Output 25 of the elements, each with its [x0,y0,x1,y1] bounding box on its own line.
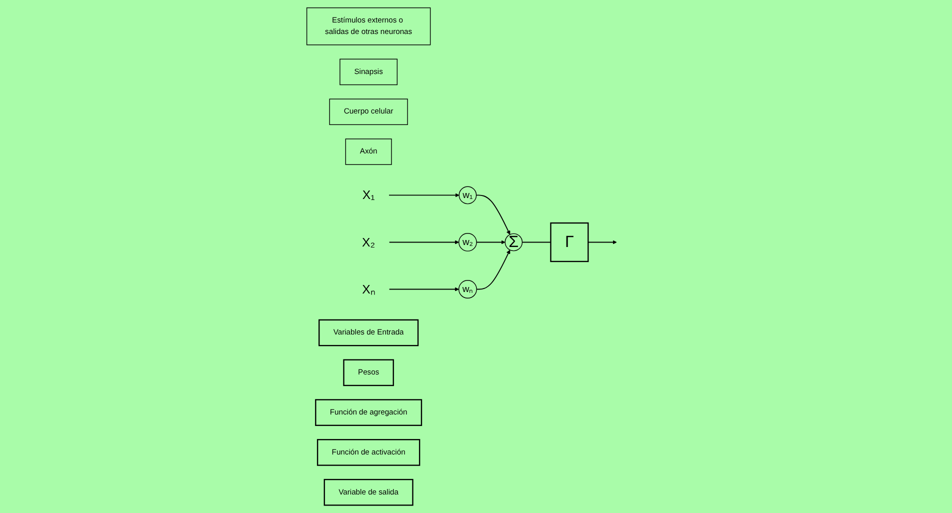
node-text: X₁ [362,188,375,202]
node-box [329,98,408,126]
node-circle [458,186,477,204]
arrow [388,287,460,292]
node-text: Xₙ [362,282,376,296]
arrow [476,250,510,290]
node-box [316,439,420,466]
node-text: X₂ [362,234,376,250]
arrow [388,193,460,198]
arrow [388,240,460,244]
node-box [340,58,398,86]
node-circle [458,280,477,299]
node-box [345,138,392,165]
node-box [306,7,431,46]
node-box [343,359,394,386]
node-box [315,399,422,426]
node-box [550,222,589,262]
arrow [588,240,617,244]
node-circle [504,233,523,252]
node-box [318,319,419,346]
arrow [476,240,506,244]
node-box [324,478,414,506]
node-circle [458,233,477,252]
connector [522,242,552,243]
arrow [476,194,510,235]
